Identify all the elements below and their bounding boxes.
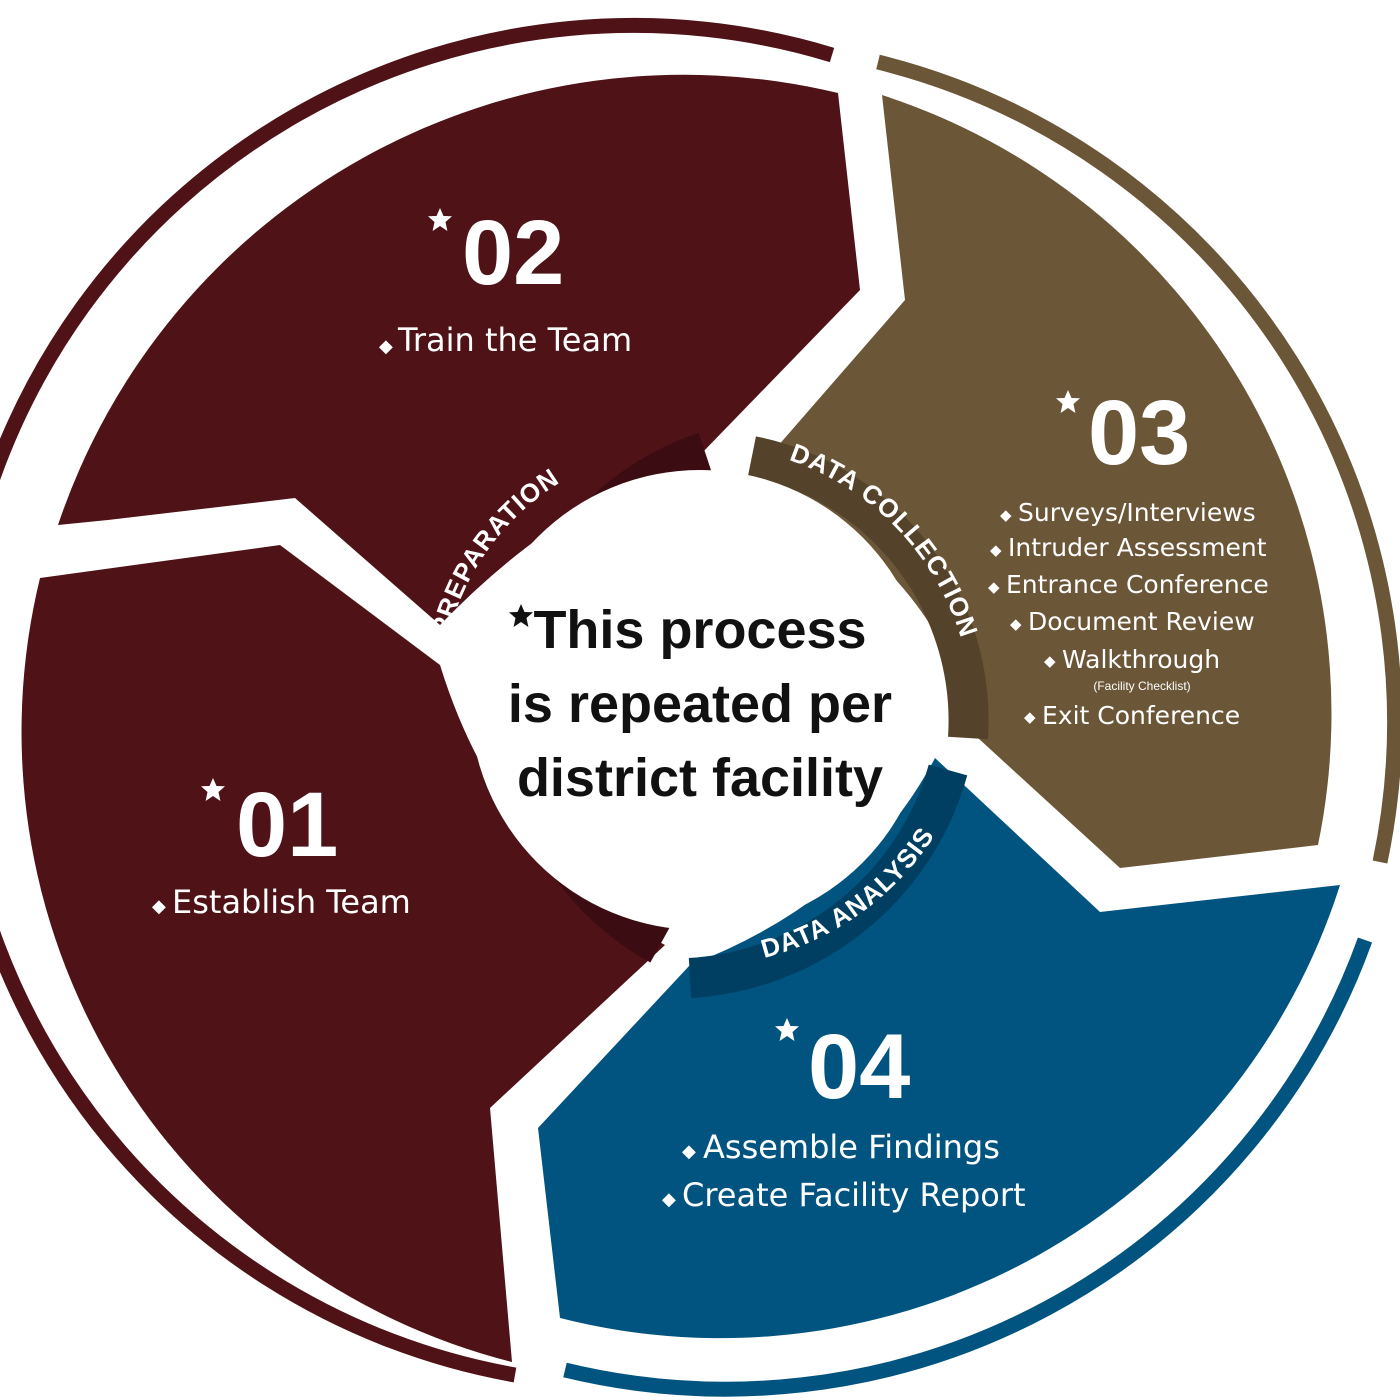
step-03-item-4: Document Review: [1028, 607, 1255, 636]
step-04-number: 04: [808, 1016, 910, 1118]
diamond-bullet-icon: ◆: [1044, 652, 1056, 670]
step-03-item-1: Surveys/Interviews: [1018, 498, 1256, 527]
step-04-item-1: Assemble Findings: [703, 1128, 1000, 1166]
diamond-bullet-icon: ◆: [1024, 708, 1036, 726]
diamond-bullet-icon: ◆: [662, 1189, 676, 1210]
band-data-collection: [747, 436, 989, 740]
step-03-item-5-note: (Facility Checklist): [1093, 679, 1190, 693]
diamond-bullet-icon: ◆: [682, 1141, 696, 1162]
step-03-item-3: Entrance Conference: [1006, 570, 1269, 599]
center-line-2: is repeated per: [508, 674, 892, 734]
segment-03: [750, 95, 1332, 868]
diamond-bullet-icon: ◆: [379, 336, 393, 357]
outer-ring-brown: [876, 54, 1400, 864]
band-data-analysis: [688, 764, 968, 998]
step-03-number: 03: [1088, 382, 1190, 484]
segment-02: [58, 74, 860, 626]
step-02-number: 02: [462, 202, 564, 304]
step-01-number: 01: [236, 774, 338, 876]
segment-04: [538, 758, 1340, 1339]
diamond-bullet-icon: ◆: [990, 541, 1002, 559]
step-01-item-1: Establish Team: [172, 883, 411, 921]
center-line-3: district facility: [517, 748, 883, 808]
step-02-item-1: Train the Team: [397, 321, 632, 359]
diamond-bullet-icon: ◆: [1010, 615, 1022, 633]
outer-ring-blue: [563, 937, 1373, 1397]
step-04-item-2: Create Facility Report: [682, 1176, 1026, 1214]
step-03-item-6: Exit Conference: [1042, 701, 1240, 730]
center-line-1: This process: [533, 600, 866, 660]
diamond-bullet-icon: ◆: [1000, 506, 1012, 524]
diamond-bullet-icon: ◆: [152, 896, 166, 917]
outer-ring-maroon: [0, 17, 835, 1383]
segment-01: [21, 545, 665, 1362]
step-03-item-2: Intruder Assessment: [1008, 533, 1267, 562]
center-disk: [470, 470, 930, 930]
diamond-bullet-icon: ◆: [988, 578, 1000, 596]
step-03-item-5: Walkthrough: [1062, 645, 1220, 674]
